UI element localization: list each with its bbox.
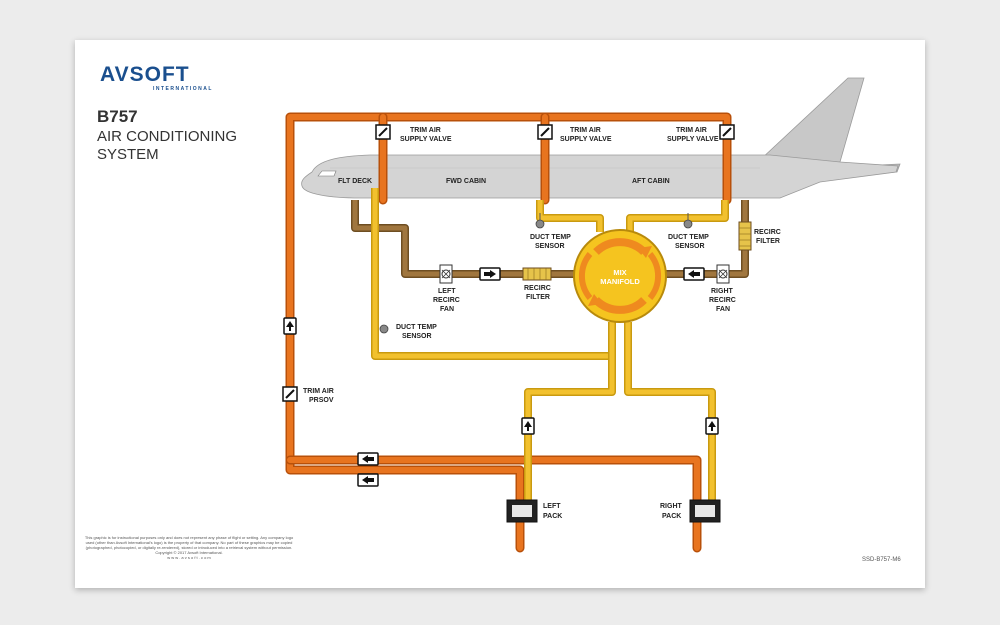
left-recirc-fan-label-3: FAN <box>440 306 454 313</box>
flow-arrow-left-upper <box>357 452 379 466</box>
duct-sensor-right-label-2: SENSOR <box>675 243 705 250</box>
right-pack-icon[interactable] <box>689 499 721 523</box>
copyright-notice: This graphic is for instructional purpos… <box>84 535 294 560</box>
flt-deck-label: FLT DECK <box>338 178 372 185</box>
right-recirc-filter-icon <box>738 221 752 251</box>
copyright-text: This graphic is for instructional purpos… <box>84 535 294 555</box>
right-recirc-fan-label-3: FAN <box>716 306 730 313</box>
flow-arrow-up-right-pack <box>705 417 719 435</box>
trim-valve-fwd[interactable] <box>375 124 391 140</box>
cockpit-windows <box>317 170 337 177</box>
page-title-line1: AIR CONDITIONING <box>97 128 238 145</box>
mix-manifold-label-2: MANIFOLD <box>600 277 640 286</box>
flow-arrow-left-recirc <box>683 267 705 281</box>
mix-manifold-label-1: MIX <box>613 268 626 277</box>
left-pack-label-2: PACK <box>543 513 562 520</box>
mix-manifold: MIX MANIFOLD <box>573 229 667 323</box>
duct-sensor-lower-label-1: DUCT TEMP <box>396 324 437 331</box>
right-pack-label-1: RIGHT <box>660 503 683 510</box>
left-recirc-fan-label-1: LEFT <box>438 288 456 295</box>
trim-valve-fwd-label-1: TRIM AIR <box>410 127 441 134</box>
duct-temp-sensor-right-icon <box>683 213 693 229</box>
website-text: w w w . a v s o f t . c o m <box>167 555 211 560</box>
left-pack-icon[interactable] <box>506 499 538 523</box>
left-recirc-filter-icon <box>522 267 552 281</box>
flow-arrow-up-left-pack <box>521 417 535 435</box>
aft-cabin-label: AFT CABIN <box>632 178 670 185</box>
trim-air-prsov-label-2: PRSOV <box>309 397 334 404</box>
page-title-model: B757 <box>97 107 138 126</box>
trim-valve-fwd-label-2: SUPPLY VALVE <box>400 136 452 143</box>
trim-valve-aft-label-1: TRIM AIR <box>676 127 707 134</box>
left-recirc-fan-icon <box>439 264 453 284</box>
flow-arrow-left-lower <box>357 473 379 487</box>
page-title-line2: SYSTEM <box>97 146 159 163</box>
duct-temp-sensor-left-icon <box>535 213 545 229</box>
duct-sensor-lower-label-2: SENSOR <box>402 333 432 340</box>
trim-air-prsov-valve[interactable] <box>282 386 298 402</box>
fuselage <box>301 154 899 199</box>
trim-valve-mid-label-2: SUPPLY VALVE <box>560 136 612 143</box>
recirc-filter-left-label-1: RECIRC <box>524 285 551 292</box>
right-recirc-fan-icon <box>716 264 730 284</box>
right-pack-label-2: PACK <box>662 513 681 520</box>
right-recirc-fan-label-1: RIGHT <box>711 288 734 295</box>
document-id: SSD-B757-M6 <box>862 557 901 563</box>
vertical-stabilizer <box>759 77 865 163</box>
duct-sensor-right-label-1: DUCT TEMP <box>668 234 709 241</box>
duct-sensor-left-label-2: SENSOR <box>535 243 565 250</box>
trim-air-prsov-label-1: TRIM AIR <box>303 388 334 395</box>
conditioned-air-ducts <box>371 188 729 500</box>
trim-valve-aft[interactable] <box>719 124 735 140</box>
aircraft-silhouette <box>301 77 901 199</box>
recirc-filter-right-label-2: FILTER <box>756 238 780 245</box>
left-pack-label-1: LEFT <box>543 503 561 510</box>
left-recirc-fan-label-2: RECIRC <box>433 297 460 304</box>
duct-temp-sensor-lower-icon <box>379 324 389 334</box>
right-recirc-fan-label-2: RECIRC <box>709 297 736 304</box>
avsoft-logo-sub: INTERNATIONAL <box>153 86 213 92</box>
poster-sheet <box>75 40 925 588</box>
trim-valve-mid-label-1: TRIM AIR <box>570 127 601 134</box>
trim-valve-aft-label-2: SUPPLY VALVE <box>667 136 719 143</box>
flow-arrow-right-recirc <box>479 267 501 281</box>
fwd-cabin-label: FWD CABIN <box>446 178 486 185</box>
flow-arrow-up-trim <box>283 317 297 335</box>
recirc-filter-left-label-2: FILTER <box>526 294 550 301</box>
recirc-filter-right-label-1: RECIRC <box>754 229 781 236</box>
trim-valve-mid[interactable] <box>537 124 553 140</box>
duct-sensor-left-label-1: DUCT TEMP <box>530 234 571 241</box>
avsoft-logo: AVSOFT <box>100 63 190 86</box>
